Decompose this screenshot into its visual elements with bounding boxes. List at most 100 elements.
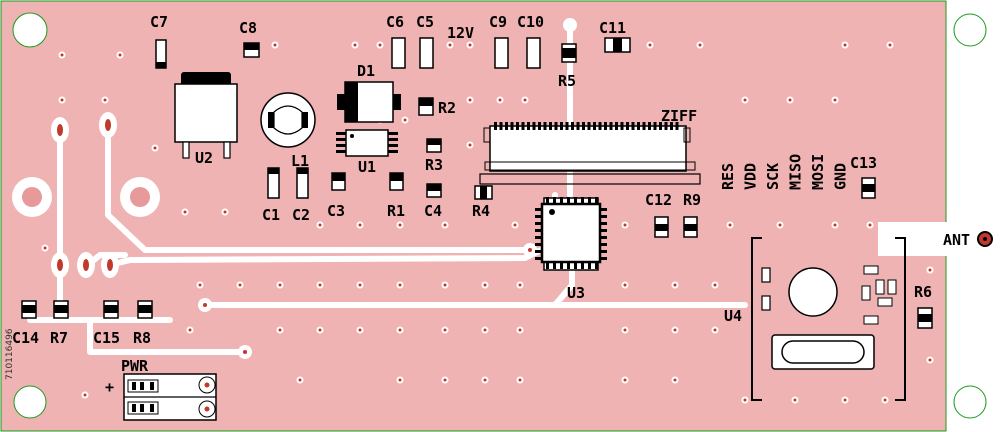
ziff-pin (571, 122, 574, 130)
label-r7: R7 (50, 329, 68, 347)
capacitor-c1 (267, 167, 280, 199)
label-l1: L1 (291, 152, 309, 170)
via-hole (60, 53, 64, 57)
pin-label-res: RES (719, 163, 737, 190)
pin-label-vdd: VDD (742, 163, 760, 190)
resistor-r6 (917, 307, 933, 329)
via-hole (83, 393, 87, 397)
resistor-r9 (683, 216, 698, 238)
u3-pin (535, 215, 542, 218)
via-hole (843, 43, 847, 47)
label-r1: R1 (387, 202, 405, 220)
diode-d1 (337, 81, 401, 123)
ziff-pin (560, 122, 563, 130)
capacitor-c12 (654, 216, 669, 238)
ziff-pin (576, 122, 580, 130)
via-hole (673, 328, 677, 332)
ring-pad-left-inner (22, 187, 42, 207)
via-hole (358, 328, 362, 332)
label-u4: U4 (724, 307, 742, 325)
via-hole (398, 378, 402, 382)
via-hole (318, 223, 322, 227)
ziff-pin (543, 122, 547, 130)
capacitor-c13 (861, 177, 876, 199)
via-hole (43, 246, 47, 250)
trace-pad-holes (57, 119, 532, 354)
via-hole (788, 98, 792, 102)
via-hole (468, 143, 472, 147)
via-hole (888, 43, 892, 47)
u3-pin (600, 229, 607, 232)
ziff-pin (587, 122, 591, 130)
ziff-connector (479, 122, 701, 185)
ziff-pin (593, 122, 596, 130)
via-hole (483, 283, 487, 287)
mounting-hole-top-left (12, 12, 48, 48)
label-c3: C3 (327, 202, 345, 220)
label-c10: C10 (517, 13, 544, 31)
via-hole (623, 328, 627, 332)
ziff-pin (549, 122, 552, 130)
ziff-pin (620, 122, 624, 130)
u3-pin (535, 229, 542, 232)
via-hole (793, 398, 797, 402)
via-hole (468, 98, 472, 102)
via-hole (358, 223, 362, 227)
mounting-hole-bottom-right (953, 385, 987, 419)
via-hole (60, 98, 64, 102)
label-c4: C4 (424, 202, 442, 220)
via-hole (833, 98, 837, 102)
label-pwr: PWR (121, 357, 149, 375)
resistor-r3 (426, 138, 442, 153)
via-hole (698, 43, 702, 47)
u3-pin (600, 208, 607, 211)
u3-pin (535, 243, 542, 246)
label-ziff: ZIFF (661, 107, 697, 125)
u3-pin (535, 208, 542, 211)
via-hole (883, 398, 887, 402)
label-r5: R5 (558, 72, 576, 90)
via-hole (198, 283, 202, 287)
ziff-pin (653, 122, 657, 130)
via-hole (223, 210, 227, 214)
u3-pin (600, 250, 607, 253)
capacitor-c15 (103, 300, 119, 319)
u3-pin (535, 236, 542, 239)
side-text: 710116496 (5, 328, 15, 380)
resistor-r8 (137, 300, 153, 319)
ziff-pin (521, 122, 525, 130)
via-hole (398, 283, 402, 287)
label-c6: C6 (386, 13, 404, 31)
u3-pin (581, 262, 584, 269)
via-hole (398, 328, 402, 332)
ziff-pin (554, 122, 558, 130)
via-hole (318, 283, 322, 287)
via-hole (928, 268, 932, 272)
ziff-pin (505, 122, 508, 130)
u3-pin (535, 250, 542, 253)
ziff-pin (527, 122, 530, 130)
pin-label-gnd: GND (832, 163, 850, 190)
via-hole (353, 43, 357, 47)
via-hole (273, 43, 277, 47)
via-hole (648, 43, 652, 47)
u3-pin (581, 197, 584, 204)
ring-pad-right-inner (130, 187, 150, 207)
via-hole (743, 98, 747, 102)
label-r9: R9 (683, 191, 701, 209)
capacitor-c8 (243, 42, 260, 58)
u3-pin (535, 222, 542, 225)
u3-pin (546, 262, 549, 269)
capacitor-c6 (391, 37, 406, 69)
ziff-pin (659, 122, 662, 130)
mcu-u3 (535, 197, 607, 271)
antenna-cutout (878, 222, 948, 256)
via-hole (278, 328, 282, 332)
ziff-pin (565, 122, 569, 130)
label-c12: C12 (645, 191, 672, 209)
label-u1: U1 (358, 158, 376, 176)
via-hole (318, 328, 322, 332)
via-hole (483, 328, 487, 332)
